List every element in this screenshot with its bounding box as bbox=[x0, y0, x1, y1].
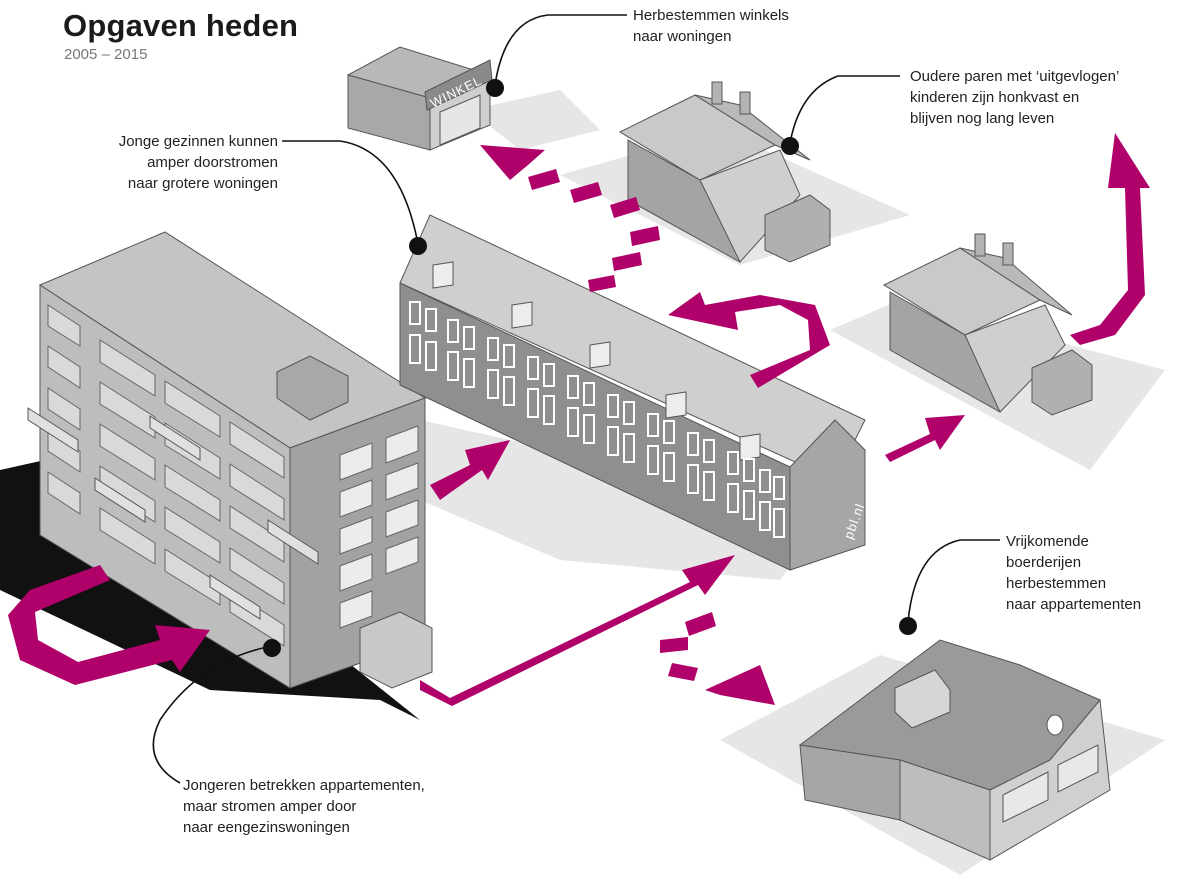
arrow-to-farm-head bbox=[705, 665, 775, 705]
callout-lines bbox=[152, 14, 1000, 784]
callout-jongeren: Jongeren betrekken appartementen, maar s… bbox=[183, 775, 425, 838]
leader-jongeren bbox=[152, 645, 273, 784]
dot-ouderen bbox=[781, 137, 799, 155]
rowhouse-windows bbox=[409, 301, 785, 538]
callout-boerderijen-line3: herbestemmen bbox=[1006, 575, 1107, 592]
arrow-to-house2 bbox=[885, 415, 965, 462]
callout-ouderen-line1: Oudere paren met ‘uitgevlogen’ bbox=[910, 68, 1120, 85]
callout-boerderijen-line4: naar appartementen bbox=[1006, 596, 1142, 613]
shop-window bbox=[439, 94, 481, 146]
apartment-rooftop-box bbox=[276, 355, 349, 421]
callout-winkels-line2: naar woningen bbox=[633, 28, 732, 45]
house1-roof-right bbox=[694, 94, 811, 161]
house1-side bbox=[699, 149, 801, 263]
leader-gezinnen bbox=[282, 140, 419, 245]
dash-shop-2 bbox=[570, 182, 602, 203]
apartment-side-windows bbox=[339, 425, 419, 629]
arrow-to-rowhouses bbox=[430, 440, 510, 500]
callout-winkels-line1: Herbestemmen winkels bbox=[633, 7, 789, 24]
dash-shop-4 bbox=[630, 226, 660, 246]
dash-shop-5 bbox=[612, 252, 642, 271]
leader-boerderijen bbox=[907, 539, 1000, 623]
farm-dormer bbox=[894, 669, 951, 729]
dot-jongeren bbox=[263, 639, 281, 657]
arrow-to-shop-head bbox=[480, 145, 545, 180]
callout-boerderijen-line2: boerderijen bbox=[1006, 554, 1082, 571]
house2-roof-right bbox=[959, 247, 1073, 316]
dash-farm-2 bbox=[660, 637, 688, 653]
house1-chimney-1 bbox=[711, 81, 723, 105]
row-houses: pbl.nl bbox=[399, 214, 868, 571]
dash-farm-1 bbox=[685, 612, 716, 636]
house2-chimney-1 bbox=[974, 233, 986, 257]
page-title: Opgaven heden bbox=[63, 8, 299, 43]
dash-farm-3 bbox=[668, 663, 698, 681]
dash-shop-6 bbox=[588, 275, 616, 292]
house1-chimney-2 bbox=[739, 91, 751, 115]
callout-ouderen-line3: blijven nog lang leven bbox=[910, 110, 1055, 127]
rowhouse-gable bbox=[789, 419, 866, 571]
house2-chimney-2 bbox=[1002, 242, 1014, 266]
dot-winkels bbox=[486, 79, 504, 97]
callout-boerderijen-line1: Vrijkomende bbox=[1006, 533, 1089, 550]
callout-gezinnen-line3: naar grotere woningen bbox=[127, 175, 278, 192]
farm-window-1 bbox=[1002, 771, 1049, 823]
leader-winkels bbox=[494, 14, 627, 86]
callout-gezinnen: Jonge gezinnen kunnen amper doorstromen … bbox=[88, 131, 278, 194]
farm-side bbox=[989, 698, 1111, 861]
shop-ground bbox=[470, 90, 600, 150]
callout-gezinnen-line1: Jonge gezinnen kunnen bbox=[118, 133, 278, 150]
farm-house bbox=[798, 639, 1111, 861]
detached-house-1 bbox=[618, 81, 831, 263]
callout-jongeren-line3: naar eengezinswoningen bbox=[183, 819, 350, 836]
leader-ouderen bbox=[789, 75, 900, 144]
apartment-balconies bbox=[27, 407, 319, 620]
arrow-to-farm-road bbox=[420, 555, 735, 706]
callout-dots bbox=[263, 79, 917, 657]
house2-garage bbox=[1031, 349, 1093, 416]
dash-shop-1 bbox=[528, 169, 560, 190]
callout-boerderijen: Vrijkomende boerderijen herbestemmen naa… bbox=[1006, 531, 1141, 615]
detached-house-2 bbox=[882, 233, 1093, 416]
callout-ouderen-line2: kinderen zijn honkvast en bbox=[910, 89, 1080, 106]
page-subtitle: 2005 – 2015 bbox=[64, 46, 148, 63]
house1-garage bbox=[764, 194, 831, 263]
arrow-up-right bbox=[1070, 133, 1150, 345]
arrow-loop-left bbox=[8, 565, 210, 685]
apartment-building bbox=[27, 231, 433, 689]
callout-gezinnen-line2: amper doorstromen bbox=[147, 154, 278, 171]
arrow-loop-right bbox=[668, 292, 830, 388]
callout-winkels: Herbestemmen winkels naar woningen bbox=[633, 5, 789, 47]
dash-shop-3 bbox=[610, 197, 640, 218]
dot-gezinnen bbox=[409, 237, 427, 255]
farm-round-window bbox=[1046, 714, 1064, 736]
callout-ouderen: Oudere paren met ‘uitgevlogen’ kinderen … bbox=[910, 66, 1119, 129]
apartment-entrance bbox=[359, 611, 433, 689]
rowhouse-dormers bbox=[432, 261, 761, 461]
farm-window-2 bbox=[1057, 744, 1099, 793]
house2-side bbox=[964, 304, 1066, 413]
callout-jongeren-line2: maar stromen amper door bbox=[183, 798, 357, 815]
dot-boerderijen bbox=[899, 617, 917, 635]
flow-arrows bbox=[8, 133, 1150, 706]
shop-building: WINKEL bbox=[346, 46, 493, 151]
callout-jongeren-line1: Jongeren betrekken appartementen, bbox=[183, 777, 425, 794]
